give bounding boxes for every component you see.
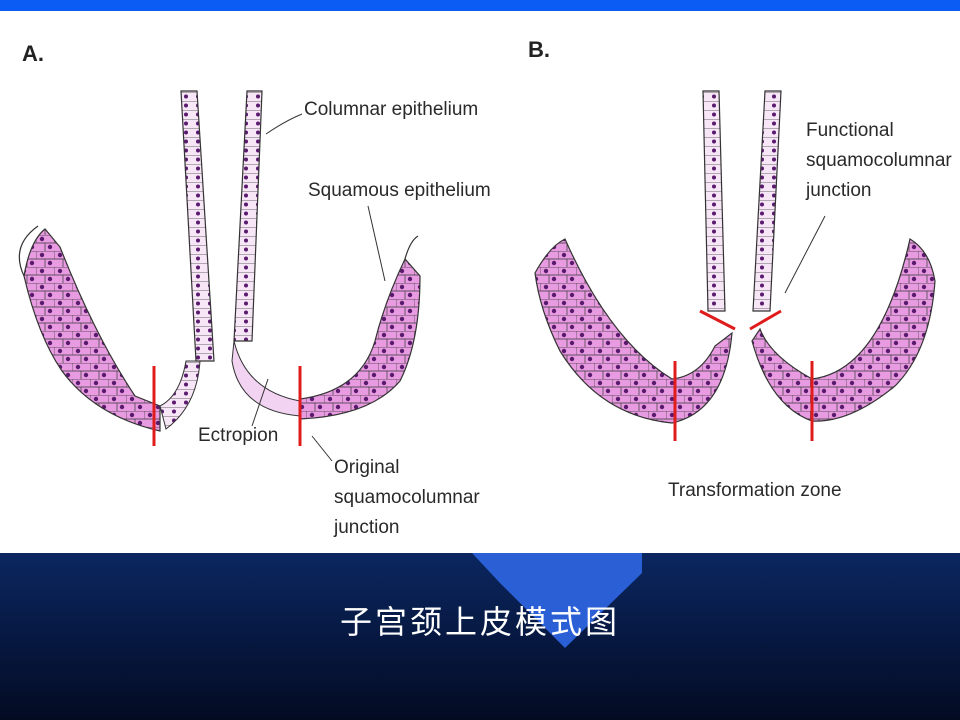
label-functional-line1: Functional (806, 120, 894, 141)
label-squamous-epithelium: Squamous epithelium (308, 180, 491, 201)
leader-original-junction (311, 435, 333, 462)
figure-drawing (18, 90, 936, 462)
a-left-squamous-band (23, 228, 161, 432)
b-left-squamous-band (534, 238, 733, 424)
panel-a-drawing (18, 90, 421, 462)
leader-ectropion (251, 378, 269, 427)
caption-footer: 子宫颈上皮模式图 (0, 553, 960, 720)
a-left-columnar-wall (180, 90, 215, 362)
label-functional-line3: junction (806, 180, 872, 201)
leader-columnar (265, 113, 303, 135)
leader-functional-junction (784, 215, 826, 294)
b-functional-junction-left (699, 309, 736, 331)
slide-caption: 子宫颈上皮模式图 (339, 603, 620, 641)
b-right-squamous-band (751, 238, 936, 422)
top-accent-bar (0, 0, 960, 11)
leader-squamous (367, 205, 386, 282)
b-functional-junction-right (749, 309, 782, 331)
a-right-columnar-wall (233, 90, 263, 342)
label-transformation-zone: Transformation zone (668, 480, 842, 501)
panel-b-drawing (534, 90, 936, 441)
a-right-squamous-band (299, 257, 421, 420)
label-functional-line2: squamocolumnar (806, 150, 952, 171)
b-left-columnar-wall (702, 90, 726, 312)
panel-b-letter: B. (528, 37, 550, 62)
label-original-line2: squamocolumnar (334, 487, 480, 508)
b-right-columnar-wall (752, 90, 782, 312)
footer-diamond-accent (472, 553, 642, 648)
label-columnar-epithelium: Columnar epithelium (304, 99, 479, 120)
label-original-line1: Original (334, 457, 400, 478)
a-left-columnar-base (159, 360, 201, 430)
cervical-epithelium-figure: A. B. Columnar epithelium Squamous epith… (0, 11, 960, 553)
label-ectropion: Ectropion (198, 425, 279, 446)
label-original-line3: junction (334, 517, 400, 538)
a-ectropion-region (231, 340, 301, 417)
panel-a-letter: A. (22, 41, 44, 66)
